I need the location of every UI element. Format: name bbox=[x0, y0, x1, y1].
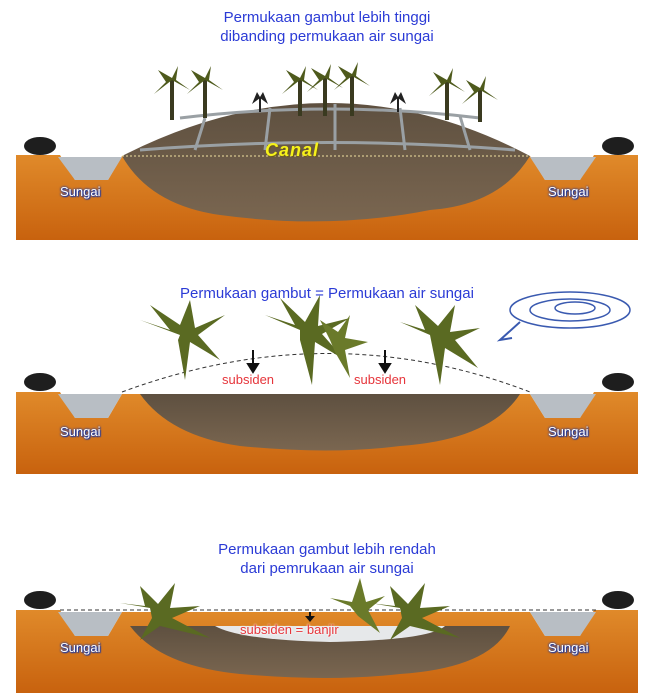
panel3-river-right-label: Sungai bbox=[548, 640, 588, 655]
panel2-river-right-label: Sungai bbox=[548, 424, 588, 439]
panel1-canal-label: Canal bbox=[265, 140, 319, 161]
panel1-diagram bbox=[0, 0, 654, 250]
palm-trees bbox=[140, 295, 480, 385]
panel2-subsidence-label-2: subsiden bbox=[354, 372, 406, 387]
subsidence-arrows bbox=[248, 350, 390, 372]
bushes bbox=[24, 373, 634, 391]
panel2-subsidence-label-1: subsiden bbox=[222, 372, 274, 387]
panel3-caption-line2: dari pemrukaan air sungai bbox=[0, 559, 654, 578]
bushes bbox=[24, 591, 634, 609]
panel1-river-left-label: Sungai bbox=[60, 184, 100, 199]
wind-swirl-icon bbox=[500, 292, 630, 340]
panel3-river-left-label: Sungai bbox=[60, 640, 100, 655]
panel1-river-right-label: Sungai bbox=[548, 184, 588, 199]
panel2-diagram bbox=[0, 260, 654, 480]
panel3-subsidence-label: subsiden = banjir bbox=[240, 622, 339, 637]
panel3-caption-line1: Permukaan gambut lebih rendah bbox=[0, 540, 654, 559]
panel2-river-left-label: Sungai bbox=[60, 424, 100, 439]
palm-trees bbox=[154, 62, 498, 122]
